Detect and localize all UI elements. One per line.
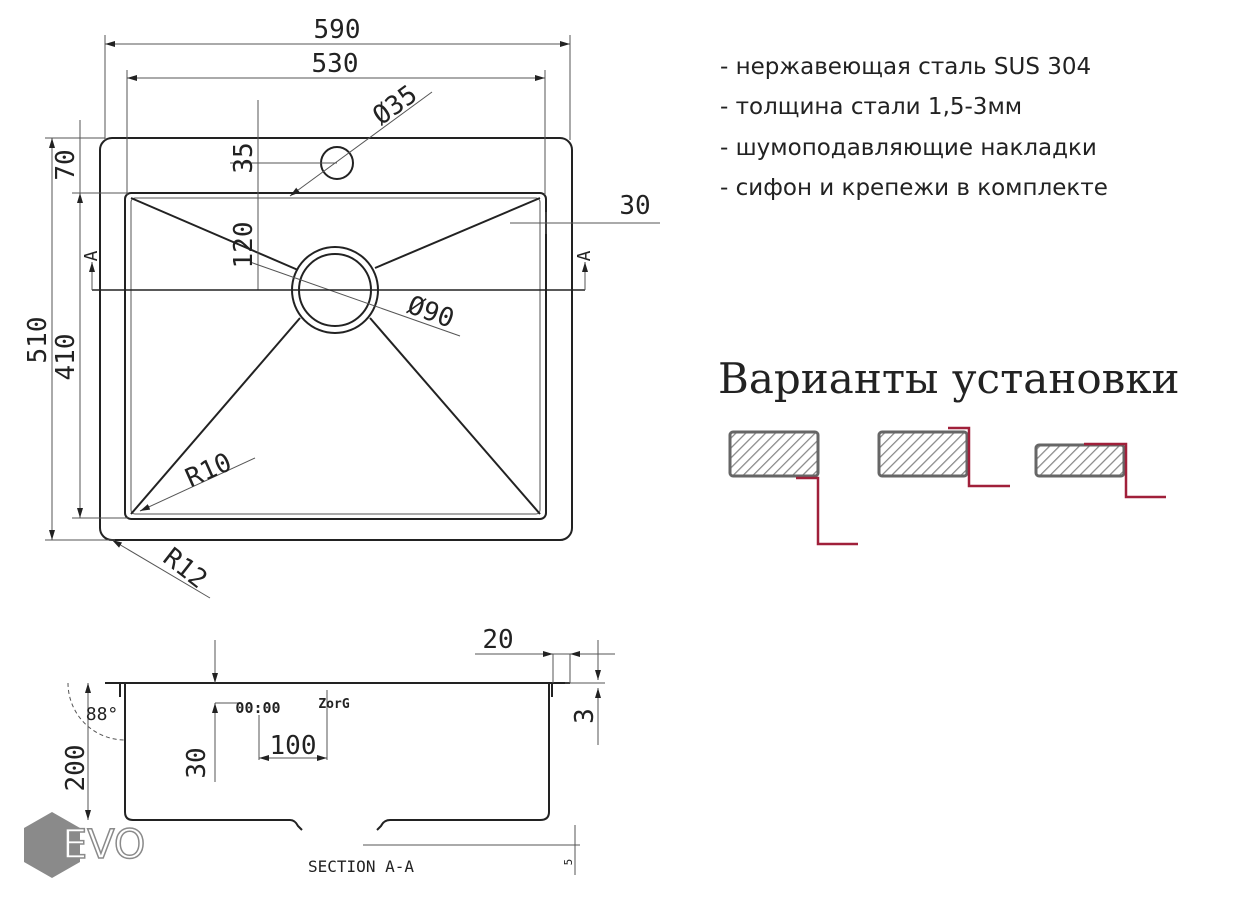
dim-bowl-width: 530 — [312, 49, 359, 79]
section-marker-right: A — [574, 250, 595, 261]
watermark-text: EVO — [62, 822, 145, 868]
top-view: 590 530 510 410 70 35 120 Ø35 30 Ø90 R10… — [23, 15, 660, 599]
variant-flush — [1034, 442, 1166, 499]
bowl-outline — [124, 192, 547, 520]
section-flange: 20 — [482, 625, 513, 655]
clock-mark: 00:00 — [235, 699, 280, 717]
install-variants — [728, 426, 1166, 546]
brand-mark: ZorG — [318, 697, 349, 712]
spec-item: - толщина стали 1,5-3мм — [720, 94, 1022, 120]
dim-tap-diameter: Ø35 — [367, 80, 423, 132]
dim-top-offset: 70 — [51, 149, 81, 180]
dim-bowl-depth: 410 — [51, 334, 81, 381]
variant-undermount — [728, 430, 858, 546]
variant-overmount — [877, 426, 1010, 488]
bowl-inner — [130, 197, 541, 515]
section-bottom-offset: 5 — [562, 859, 575, 866]
dim-inner-radius: R10 — [181, 447, 236, 494]
spec-item: - нержавеющая сталь SUS 304 — [720, 54, 1091, 80]
section-depth: 200 — [61, 745, 91, 792]
spec-item: - сифон и крепежи в комплекте — [720, 175, 1108, 201]
section-thickness: 3 — [570, 708, 600, 724]
section-marker-left: A — [81, 250, 102, 261]
dim-flange: 30 — [619, 191, 650, 221]
dim-drain-diameter: Ø90 — [404, 290, 458, 334]
dim-drain-offset: 120 — [229, 222, 259, 269]
dim-overall-width: 590 — [314, 15, 361, 45]
evo-watermark: EVO — [24, 812, 146, 878]
dim-tap-offset: 35 — [229, 142, 259, 173]
sink-outline — [99, 137, 573, 541]
section-view: 88° 200 30 100 20 3 5 00:00 ZorG SECTION… — [61, 625, 615, 876]
dim-overall-depth: 510 — [23, 317, 53, 364]
spec-list: - нержавеющая сталь SUS 304 - толщина ст… — [720, 54, 1108, 201]
spec-item: - шумоподавляющие накладки — [720, 135, 1097, 161]
section-angle: 88° — [86, 704, 119, 725]
install-title: Варианты установки — [718, 354, 1180, 403]
bowl-slopes — [130, 197, 541, 515]
section-label: SECTION A-A — [308, 857, 414, 876]
section-logo-offset: 30 — [182, 747, 212, 778]
section-logo-spacing: 100 — [270, 731, 317, 761]
dim-outer-radius: R12 — [157, 542, 212, 595]
